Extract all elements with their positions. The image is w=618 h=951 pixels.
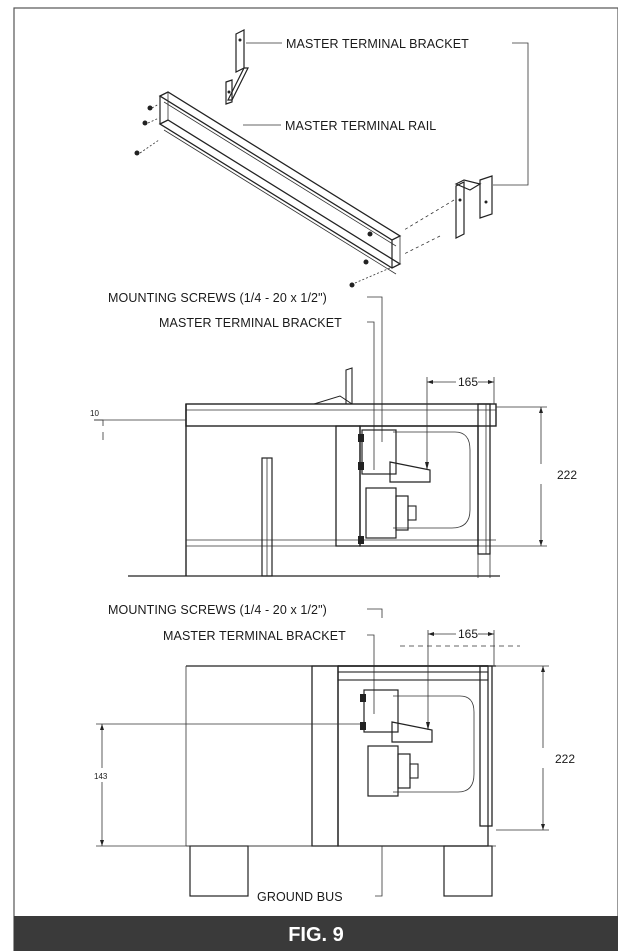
ground-bus-label: GROUND BUS — [257, 890, 343, 904]
exploded-bracket-label: MASTER TERMINAL BRACKET — [286, 37, 469, 51]
bottom-dim-height: 222 — [555, 752, 575, 766]
exploded-view: MASTER TERMINAL BRACKET MASTER TERMINAL … — [134, 29, 529, 288]
side-view-top: MOUNTING SCREWS (1/4 - 20 x 1/2") MASTER… — [90, 291, 577, 578]
bottom-screws-label: MOUNTING SCREWS (1/4 - 20 x 1/2") — [108, 603, 327, 617]
figure-caption: FIG. 9 — [288, 924, 344, 946]
bracket-left-drawing — [225, 29, 249, 105]
top-dim-width: 165 — [458, 375, 478, 389]
top-screws-label: MOUNTING SCREWS (1/4 - 20 x 1/2") — [108, 291, 327, 305]
bottom-dim-left: 143 — [94, 772, 108, 781]
page-frame — [13, 7, 618, 951]
rail-drawing — [158, 91, 402, 275]
top-dim-height: 222 — [557, 468, 577, 482]
caption-bar — [14, 916, 618, 951]
top-bracket-label: MASTER TERMINAL BRACKET — [159, 316, 342, 330]
side-view-bottom: MOUNTING SCREWS (1/4 - 20 x 1/2") MASTER… — [94, 603, 575, 904]
top-dim-offset: 10 — [90, 409, 99, 418]
bottom-dim-width: 165 — [458, 627, 478, 641]
bottom-bracket-label: MASTER TERMINAL BRACKET — [163, 629, 346, 643]
bracket-right-drawing — [403, 175, 493, 255]
screw-icons-right — [349, 231, 391, 288]
screw-icons-left — [134, 103, 160, 156]
exploded-rail-label: MASTER TERMINAL RAIL — [285, 119, 436, 133]
